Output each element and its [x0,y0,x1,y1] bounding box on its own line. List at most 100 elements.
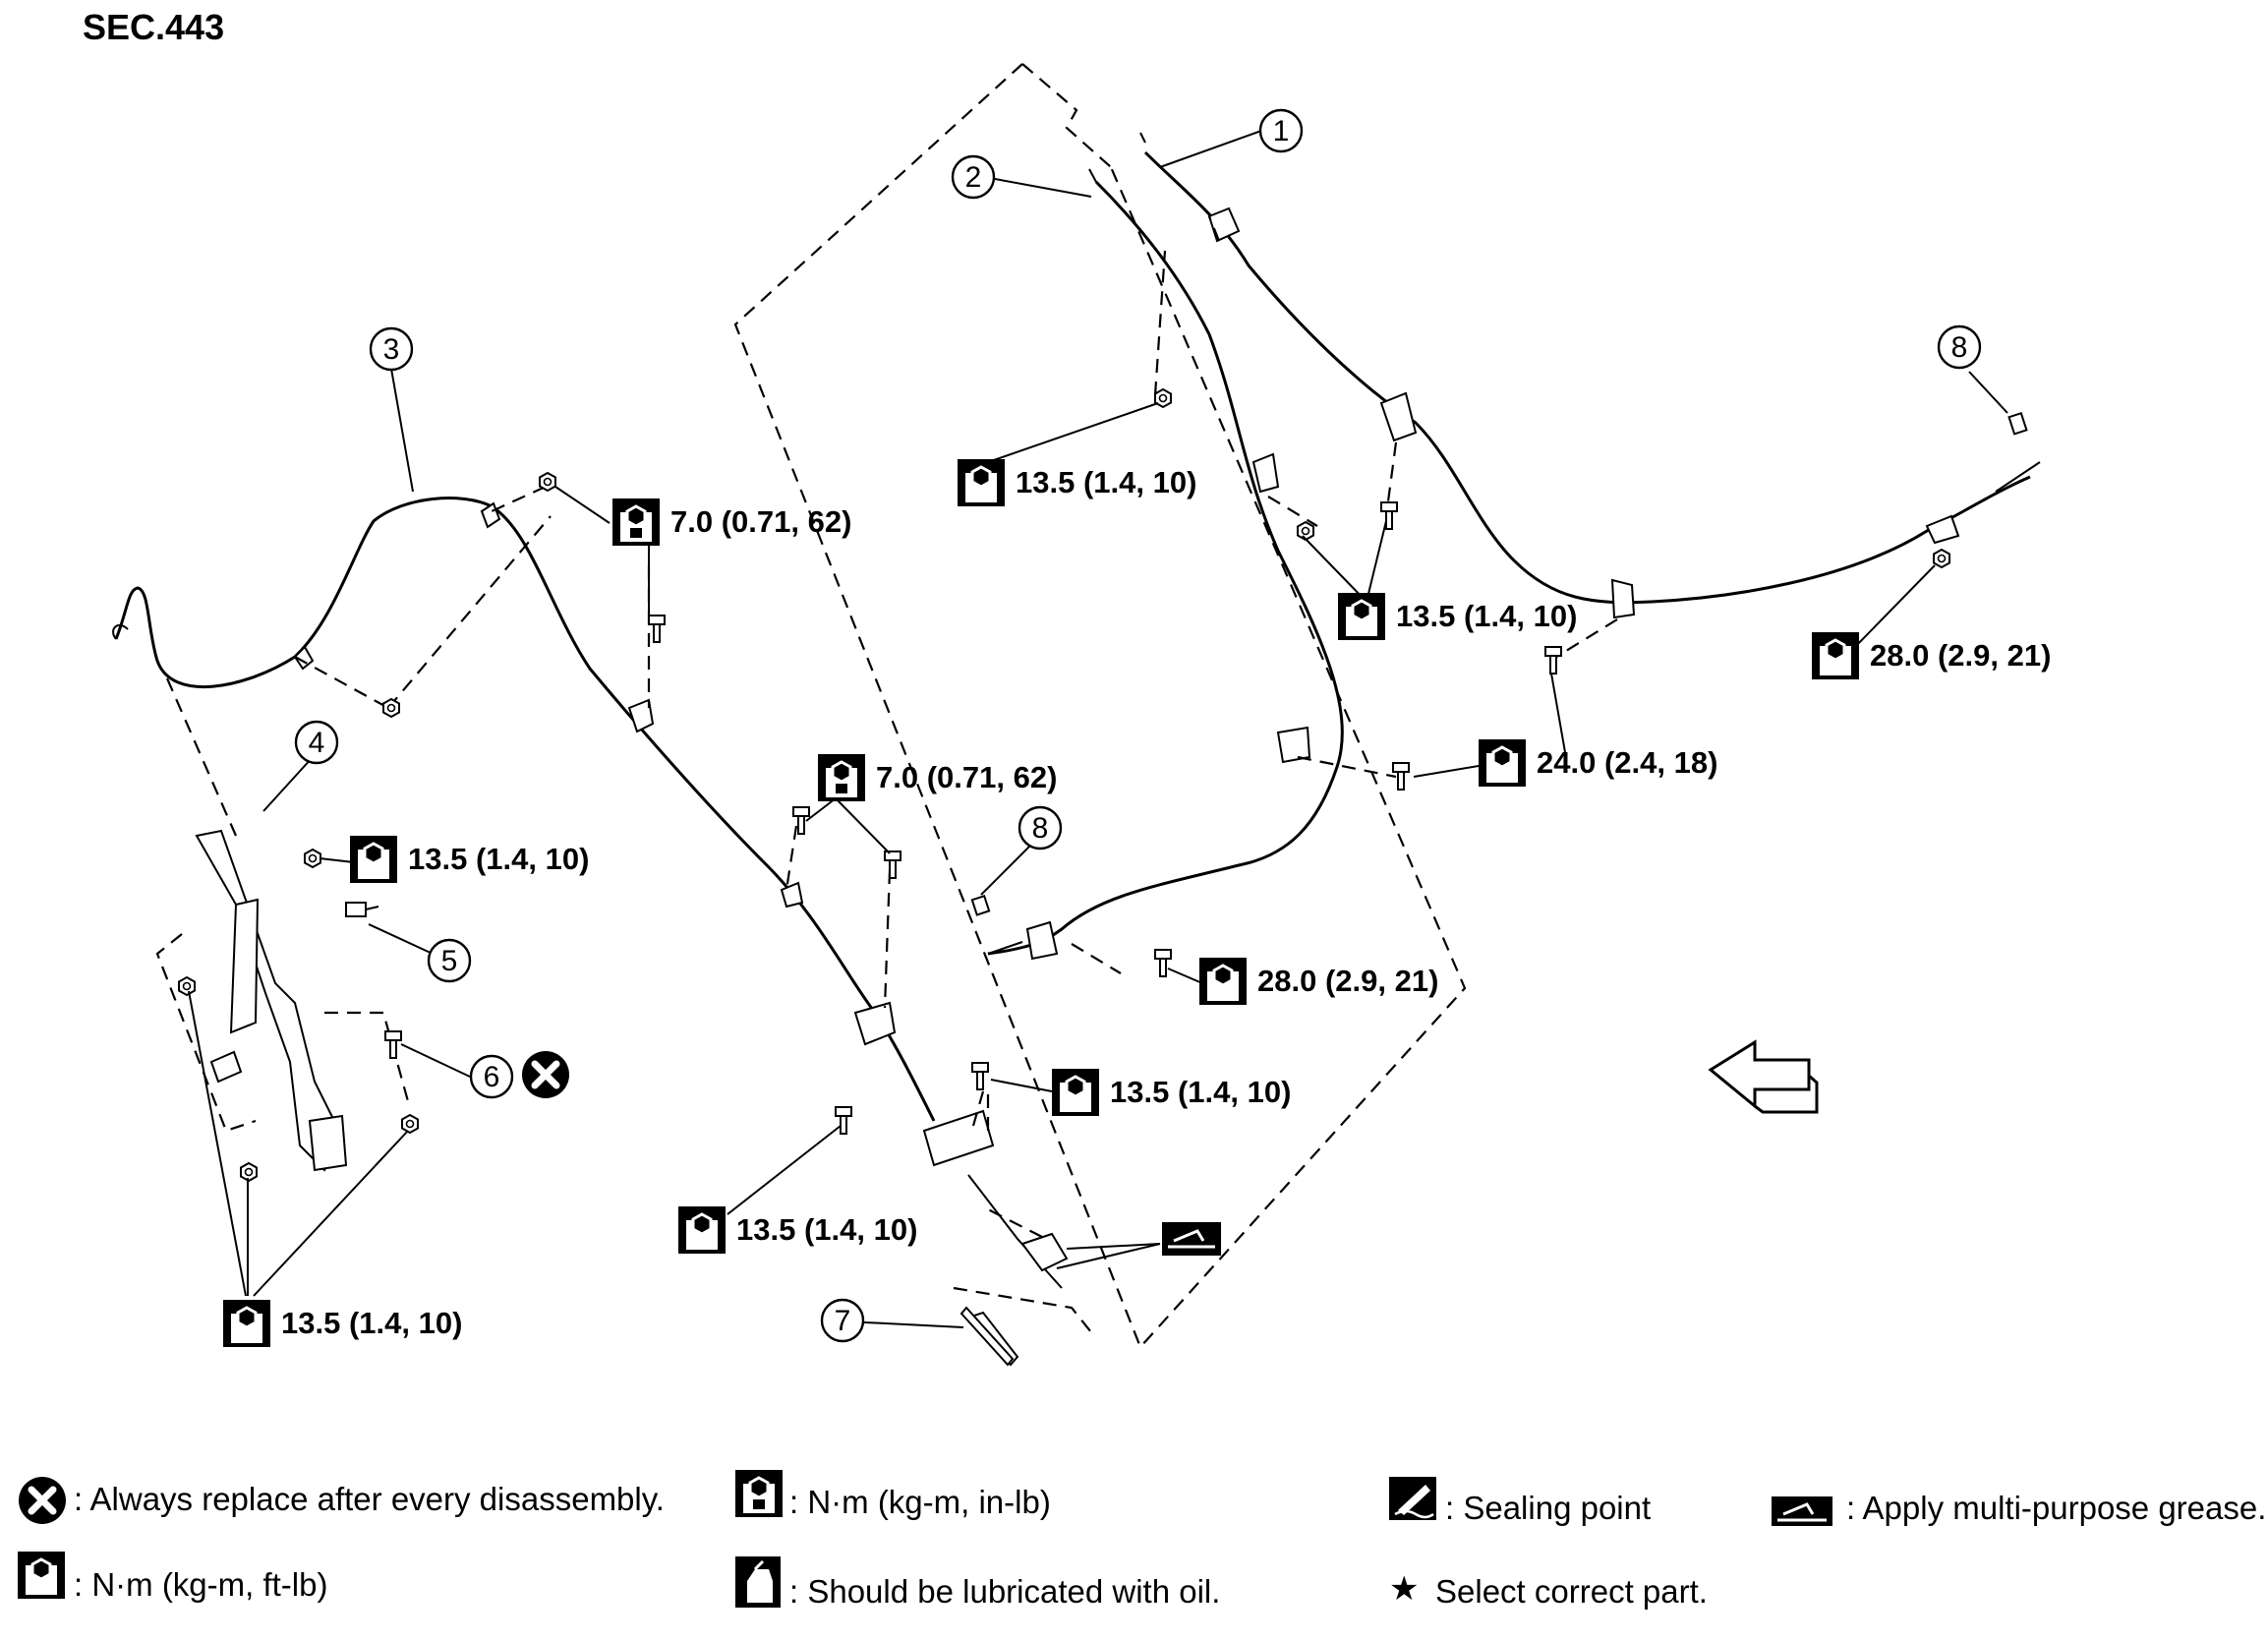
dashed-outline [953,1286,1092,1333]
legend-sealing: : Sealing point [1445,1490,1651,1526]
callout-4: 4 [294,720,339,765]
callout-8: 8 [1018,805,1063,850]
torque-label: 13.5 (1.4, 10) [1050,1067,1291,1118]
dashed-outline [155,933,257,1133]
clip [1610,578,1636,619]
svg-text:13.5 (1.4, 10): 13.5 (1.4, 10) [408,842,589,876]
bolt [384,1030,402,1059]
pedal-bracket [209,1050,243,1084]
torque-label: 13.5 (1.4, 10) [1336,591,1577,642]
bracket [1379,391,1418,442]
rear-cable-left [987,180,1344,956]
callout-2: 2 [951,154,996,200]
torque-ft-lb-icon [1336,591,1387,642]
clip-part [970,894,991,916]
callout-8: 8 [1937,324,1982,370]
cable-end [987,941,1023,955]
svg-text:13.5 (1.4, 10): 13.5 (1.4, 10) [1016,465,1196,499]
dashed-outline [1021,63,1112,168]
equalizer-rod [967,1174,1063,1289]
cable-end-fitting [1925,514,1960,545]
legend-inlb: : N·m (kg-m, in-lb) [789,1484,1051,1520]
svg-text:28.0 (2.9, 21): 28.0 (2.9, 21) [1870,638,2051,673]
nut [1933,549,1950,568]
cable-end [1995,461,2041,493]
oil-can-icon [735,1556,781,1608]
svg-text:7.0 (0.71, 62): 7.0 (0.71, 62) [670,504,851,539]
nut [382,698,400,718]
clip [480,501,501,529]
sealing-point-icon [1389,1477,1436,1520]
torque-label: 28.0 (2.9, 21) [1810,630,2051,681]
svg-text:13.5 (1.4, 10): 13.5 (1.4, 10) [1110,1075,1291,1109]
dashed-outline [733,63,1467,1350]
nut [1297,521,1314,541]
torque-label: 7.0 (0.71, 62) [816,752,1057,803]
svg-text:13.5 (1.4, 10): 13.5 (1.4, 10) [281,1306,462,1340]
equalizer-bracket [922,1109,995,1167]
torque-label: 7.0 (0.71, 62) [611,497,851,548]
clip-part [2007,412,2028,436]
svg-text:2: 2 [965,161,982,194]
torque-ft-lb-icon [676,1204,727,1256]
svg-text:24.0 (2.4, 18): 24.0 (2.4, 18) [1537,745,1717,780]
callout-3: 3 [369,326,414,372]
grease-icon [1162,1222,1221,1256]
bolt [884,850,901,879]
clip [780,881,804,909]
legend-select: Select correct part. [1435,1573,1708,1610]
pedal-arm [229,898,260,1034]
torque-label: 24.0 (2.4, 18) [1477,737,1717,789]
torque-ft-lb-icon [348,834,399,885]
torque-ft-lb-icon [1197,956,1249,1007]
front-cable-end [112,623,129,640]
cable-end [1139,132,1146,144]
torque-label: 13.5 (1.4, 10) [676,1204,917,1256]
svg-text:7.0 (0.71, 62): 7.0 (0.71, 62) [876,760,1057,794]
spring-part [960,1306,1015,1367]
svg-text:1: 1 [1273,115,1290,147]
torque-ft-lb-icon [956,457,1007,508]
front-arrow-icon [1708,1039,1819,1114]
torque-ft-lb-icon [1050,1067,1101,1118]
legend-oil: : Should be lubricated with oil. [789,1573,1220,1610]
bolt [1380,501,1398,530]
bracket [1276,726,1311,764]
nut [304,849,321,868]
bracket [1207,206,1241,243]
grease-icon [1772,1496,1832,1526]
nut [178,976,196,996]
dashed-outline [324,1011,410,1102]
callout-1: 1 [1258,108,1304,153]
bolt [835,1106,852,1135]
torque-ft-lb-icon [1477,737,1528,789]
callout-7: 7 [820,1298,865,1343]
section-label: SEC.443 [83,7,224,47]
svg-text:28.0 (2.9, 21): 28.0 (2.9, 21) [1257,964,1438,998]
torque-label: 13.5 (1.4, 10) [348,834,589,885]
nut [539,472,556,492]
torque-ft-lb-icon [16,1550,67,1601]
legend-ftlb: : N·m (kg-m, ft-lb) [74,1566,327,1603]
bracket [627,698,655,733]
torque-in-lb-icon [611,497,662,548]
svg-text:4: 4 [309,727,325,759]
svg-text:13.5 (1.4, 10): 13.5 (1.4, 10) [1396,599,1577,633]
rear-cable-right [1143,150,2031,605]
clip [293,645,315,671]
equalizer [1020,1232,1069,1272]
replace-x-icon [522,1051,569,1098]
svg-text:13.5 (1.4, 10): 13.5 (1.4, 10) [736,1212,917,1247]
bolt [1154,949,1172,977]
star-icon: ★ [1389,1569,1419,1609]
bracket [1251,452,1280,494]
pedal-pad [308,1114,348,1172]
pin [345,902,367,917]
torque-ft-lb-icon [1810,630,1861,681]
callout-5: 5 [427,938,472,983]
nut [401,1114,419,1134]
bracket [853,1001,897,1046]
bolt [971,1062,989,1090]
torque-label: 28.0 (2.9, 21) [1197,956,1438,1007]
